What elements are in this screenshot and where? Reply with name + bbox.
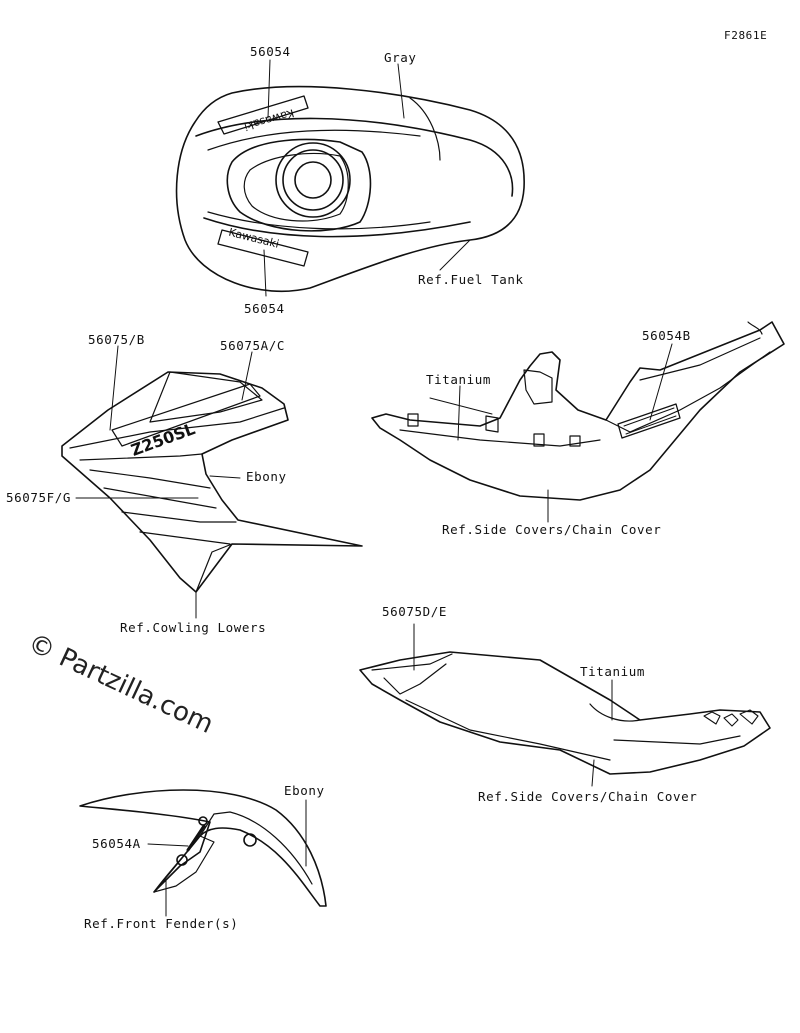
side-cover-upper-illustration — [371, 321, 785, 501]
callout-side-lower-color: Titanium — [580, 664, 646, 679]
callout-side-lower-code: 56075D/E — [382, 604, 448, 619]
callout-tank-top-code: 56054 — [250, 44, 291, 59]
callout-fuel-tank-ref: Ref.Fuel Tank — [418, 272, 524, 287]
callout-cowl-lower-code: 56075F/G — [6, 490, 72, 505]
callout-cowl-upper-code: 56075/B — [88, 332, 145, 347]
callout-fender-color: Ebony — [284, 783, 325, 798]
cowling-illustration: Z250SL — [61, 371, 363, 593]
callout-cowl-color: Ebony — [246, 469, 287, 484]
svg-text:Z250SL: Z250SL — [128, 419, 197, 460]
callout-fender-code: 56054A — [92, 836, 141, 851]
callout-cowl-upper2-code: 56075A/C — [220, 338, 286, 353]
callout-tank-bottom-code: 56054 — [244, 301, 285, 316]
callout-side-upper-color: Titanium — [426, 372, 492, 387]
callout-side-upper-ref: Ref.Side Covers/Chain Cover — [442, 522, 662, 537]
leader-lines — [75, 59, 673, 917]
side-cover-250-decal — [617, 403, 681, 439]
callout-cowling-ref: Ref.Cowling Lowers — [120, 620, 267, 635]
svg-text:Kawasaki: Kawasaki — [243, 106, 296, 133]
svg-text:Kawasaki: Kawasaki — [227, 226, 280, 251]
callout-side-upper-code: 56054B — [642, 328, 691, 343]
figure-code: F2861E — [724, 29, 768, 42]
fuel-tank-illustration: Kawasaki Kawasaki — [175, 85, 525, 292]
side-cover-lower-illustration — [359, 651, 771, 775]
tank-decal-top: Kawasaki — [217, 95, 309, 135]
callout-tank-color: Gray — [384, 50, 417, 65]
front-fender-illustration — [79, 789, 327, 907]
callout-fender-ref: Ref.Front Fender(s) — [84, 916, 239, 931]
callout-side-lower-ref: Ref.Side Covers/Chain Cover — [478, 789, 698, 804]
